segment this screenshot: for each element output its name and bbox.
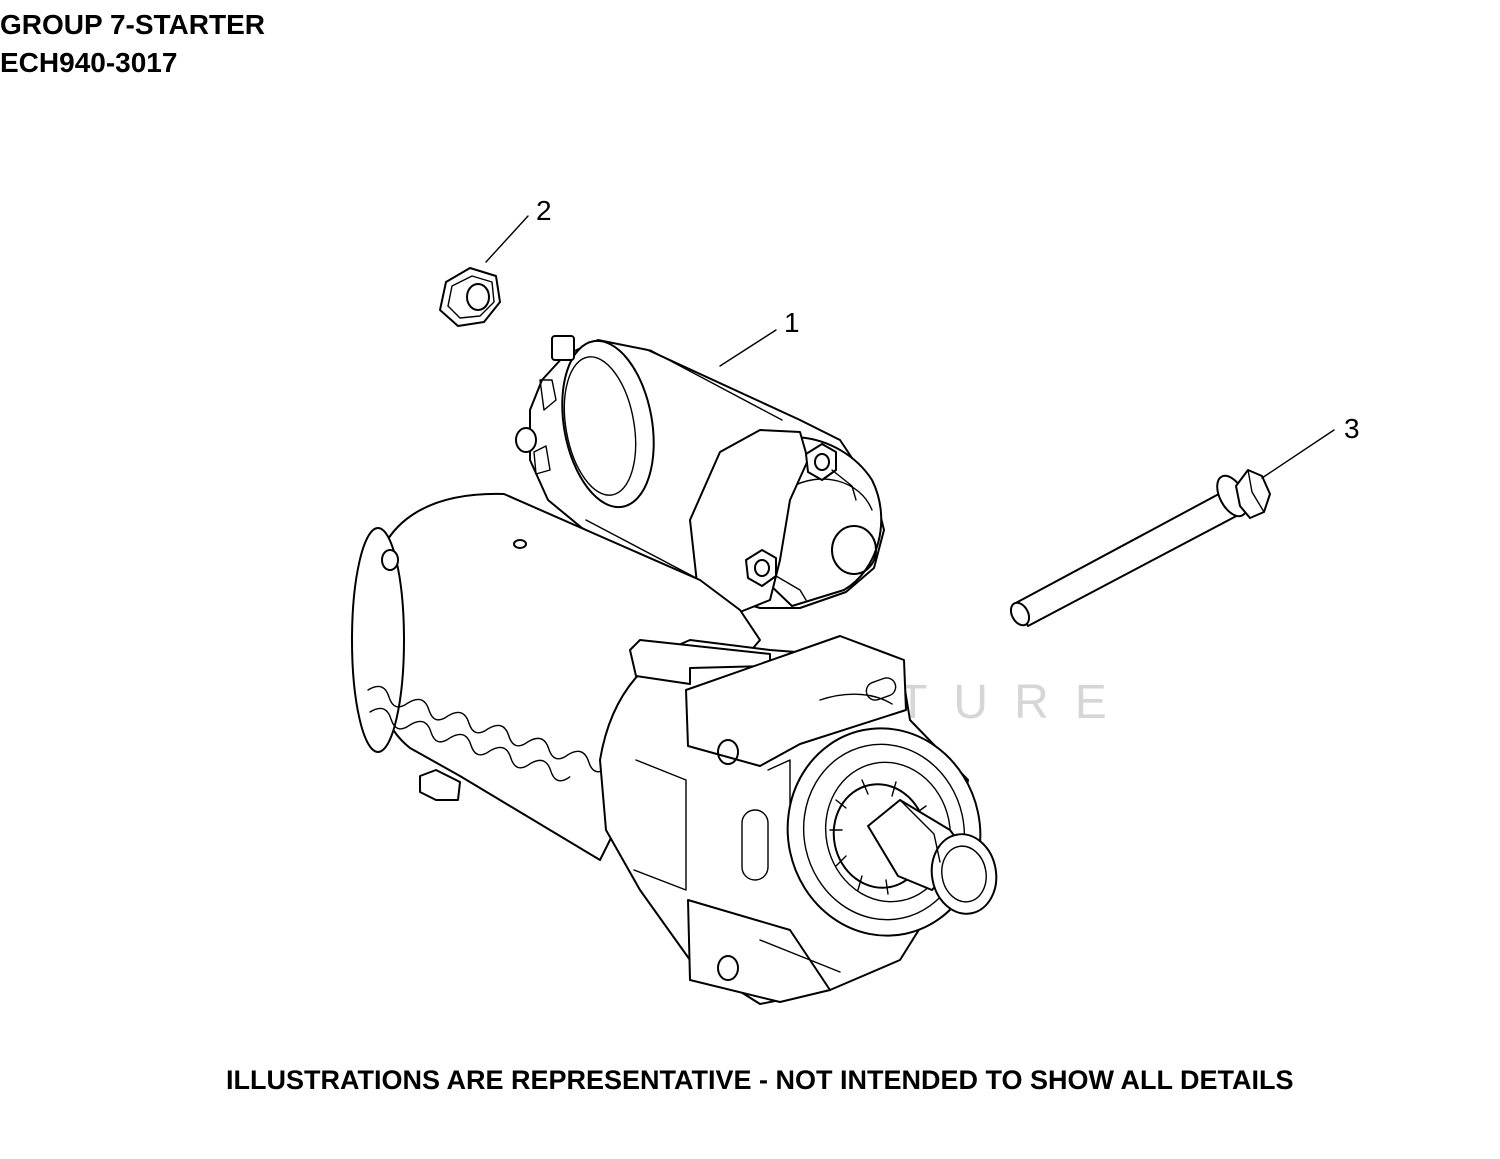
callout-2: 2 [485,195,552,263]
callout-1-label: 1 [784,307,800,338]
title-block: GROUP 7-STARTER ECH940-3017 [0,6,265,82]
part-1-starter-motor[interactable] [351,334,1002,1005]
part-2-flange-nut[interactable] [439,267,501,327]
model-code: ECH940-3017 [0,47,178,78]
callout-2-label: 2 [536,195,552,226]
disclaimer-text: ILLUSTRATIONS ARE REPRESENTATIVE - NOT I… [226,1065,1294,1095]
part-3-long-bolt[interactable] [1007,469,1271,628]
callout-1: 1 [719,307,800,367]
terminal-nut-upper [805,443,837,481]
callout-3-label: 3 [1344,413,1360,444]
callout-3: 3 [1261,413,1360,479]
group-title: GROUP 7-STARTER [0,9,265,40]
